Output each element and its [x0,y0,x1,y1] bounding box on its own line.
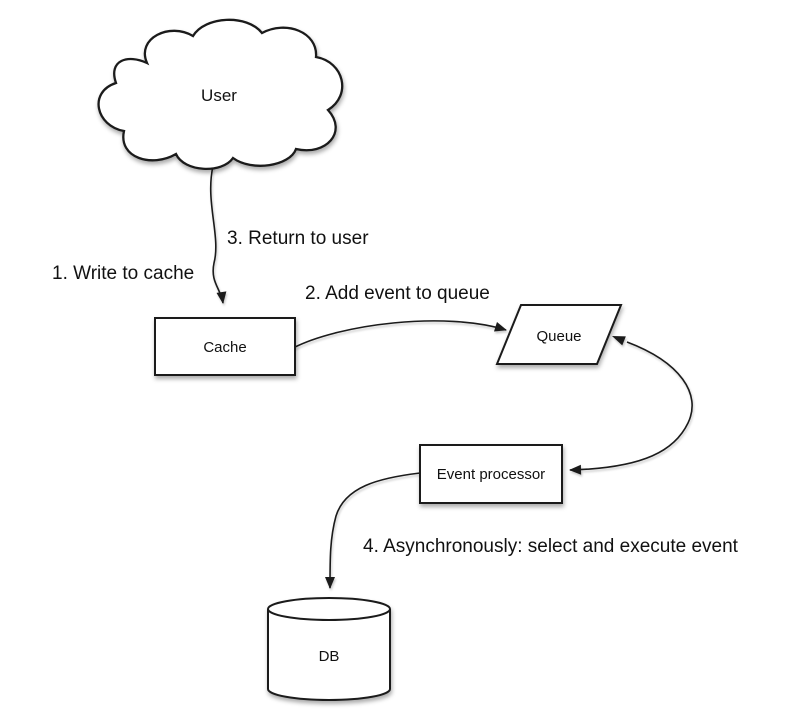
node-event-processor: Event processor [419,444,563,504]
edge-label-asynchronously-select-execute: 4. Asynchronously: select and execute ev… [363,536,739,557]
edge-labels: 1. Write to cache 2. Add event to queue … [52,228,739,557]
rectangle-shape-event-processor [419,444,563,504]
node-user: User [97,18,344,170]
cylinder-top-shape [267,597,391,621]
arrowhead-into-queue [612,336,626,346]
node-queue: Queue [495,304,623,365]
edge-cache-to-queue [292,320,507,349]
rectangle-shape-cache [154,317,296,376]
edge-eventprocessor-to-db [325,472,421,589]
node-label-user: User [201,86,237,105]
node-cache: Cache [154,317,296,376]
edge-label-add-event-to-queue: 2. Add event to queue [305,283,490,304]
node-label-cache: Cache [203,339,246,356]
node-db: DB [267,597,391,701]
cylinder-body-shape [267,609,391,701]
cloud-shape [97,18,344,170]
parallelogram-shape-queue [495,304,623,365]
edge-label-write-to-cache: 1. Write to cache [52,263,194,284]
edge-user-to-cache [209,165,227,304]
edge-label-return-to-user: 3. Return to user [227,228,369,249]
node-label-event-processor: Event processor [437,466,545,483]
node-label-db: DB [319,648,340,665]
node-label-queue: Queue [536,328,581,345]
edge-queue-eventprocessor-bidirectional [569,341,693,475]
